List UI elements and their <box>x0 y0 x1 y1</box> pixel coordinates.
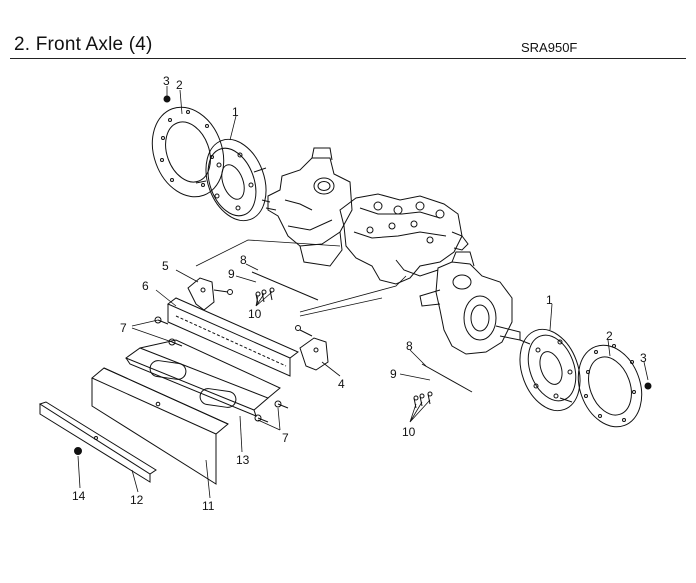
callout-10-right: 10 <box>402 425 416 439</box>
right-pins-part-10 <box>413 391 433 409</box>
callout-11: 11 <box>202 499 215 513</box>
callout-2-left: 2 <box>176 78 183 92</box>
left-bolt-part-3 <box>163 95 171 103</box>
callout-9-right: 9 <box>390 367 397 381</box>
callout-1-right: 1 <box>546 293 553 307</box>
mounting-plate-part-6 <box>167 297 299 377</box>
right-bolt-part-3 <box>644 382 652 390</box>
callout-8-left: 8 <box>240 253 247 267</box>
callout-5: 5 <box>162 259 169 273</box>
left-axle-housing <box>261 147 353 267</box>
bolts-part-7 <box>154 316 289 423</box>
callout-7-left: 7 <box>120 321 127 335</box>
callout-13: 13 <box>236 453 250 467</box>
left-bracket-part-5 <box>187 277 233 311</box>
cover-plate-part-11 <box>91 367 229 485</box>
callout-1-left: 1 <box>232 105 239 119</box>
model-number: SRA950F <box>521 40 578 55</box>
callout-2-right: 2 <box>606 329 613 343</box>
left-gasket-part-2 <box>151 106 225 198</box>
right-hub-flange-part-1 <box>519 328 581 412</box>
header-rule <box>10 58 686 59</box>
callout-7-low: 7 <box>282 431 289 445</box>
left-rod-part-8 <box>251 271 319 301</box>
callout-12: 12 <box>130 493 144 507</box>
skid-plate-part-13 <box>124 339 281 417</box>
callout-4: 4 <box>338 377 345 391</box>
strip-plate-part-12 <box>38 401 157 483</box>
callout-8-right: 8 <box>406 339 413 353</box>
callout-9-left: 9 <box>228 267 235 281</box>
callout-labels: 3 2 1 5 6 7 8 9 10 4 1 2 3 8 9 10 7 13 1… <box>72 74 647 513</box>
right-axle-housing <box>419 251 521 355</box>
central-drive-case <box>339 193 469 285</box>
callout-6: 6 <box>142 279 149 293</box>
right-gasket-part-2 <box>577 344 643 428</box>
callout-14: 14 <box>72 489 86 503</box>
right-bracket-part-4 <box>295 325 329 371</box>
leader-lines <box>77 86 649 499</box>
page-title: 2. Front Axle (4) <box>14 34 153 55</box>
left-hub-flange-part-1 <box>195 138 267 222</box>
callout-3-right: 3 <box>640 351 647 365</box>
bolt-part-14 <box>74 447 82 455</box>
callout-10-left: 10 <box>248 307 262 321</box>
right-rod-part-8 <box>421 363 473 393</box>
callout-3-left: 3 <box>163 74 170 88</box>
left-pins-part-10 <box>255 287 275 305</box>
